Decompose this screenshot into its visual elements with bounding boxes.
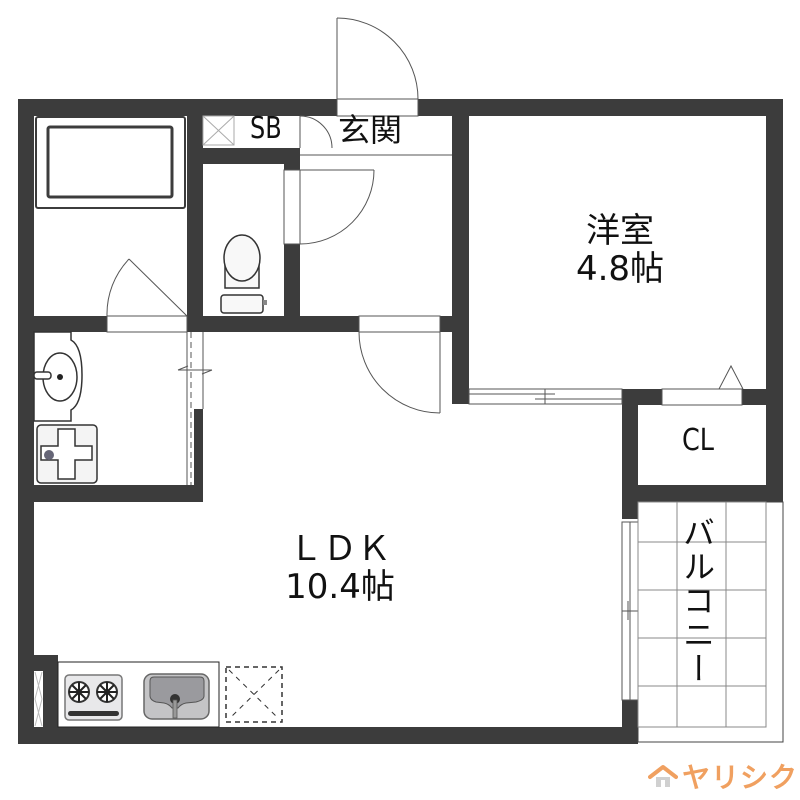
brand-logo: ヤリシク xyxy=(648,756,798,796)
logo-text: ヤリシク xyxy=(682,761,799,794)
shoebox-icon xyxy=(202,115,235,146)
house-icon xyxy=(648,765,678,787)
room-sliding-door xyxy=(468,388,623,405)
room-size: 10.4帖 xyxy=(285,567,395,607)
room-size: 4.8帖 xyxy=(575,249,665,289)
room-name: 洋室 xyxy=(586,211,654,251)
room-label-balcony: バルコニー xyxy=(678,516,716,686)
washing-machine-pan-icon xyxy=(36,424,98,484)
room-label-genkan: 玄関 xyxy=(338,111,403,149)
washbasin-icon xyxy=(33,331,83,422)
ldk-door xyxy=(358,315,441,414)
room-label-youshitsu: 洋室 4.8帖 xyxy=(540,212,700,288)
room-name: ＬＤＫ xyxy=(289,529,391,569)
room-label-ldk: ＬＤＫ 10.4帖 xyxy=(250,530,430,606)
shoebox-door xyxy=(284,115,333,149)
balcony-area xyxy=(637,501,784,743)
bathroom-door xyxy=(106,258,188,333)
toilet-door xyxy=(283,169,375,245)
gas-stove-icon xyxy=(64,674,123,721)
kitchen-sink-icon xyxy=(143,673,210,720)
balcony-window xyxy=(621,521,639,701)
bathtub-icon xyxy=(35,116,186,209)
washroom-sliding-door xyxy=(177,332,213,485)
toilet-icon xyxy=(220,234,267,314)
entrance-door xyxy=(336,17,419,117)
room-label-closet: CL xyxy=(682,423,715,458)
room-label-shoebox: SB xyxy=(250,111,282,146)
refrigerator-space-icon xyxy=(225,666,283,723)
closet-door xyxy=(661,364,744,406)
